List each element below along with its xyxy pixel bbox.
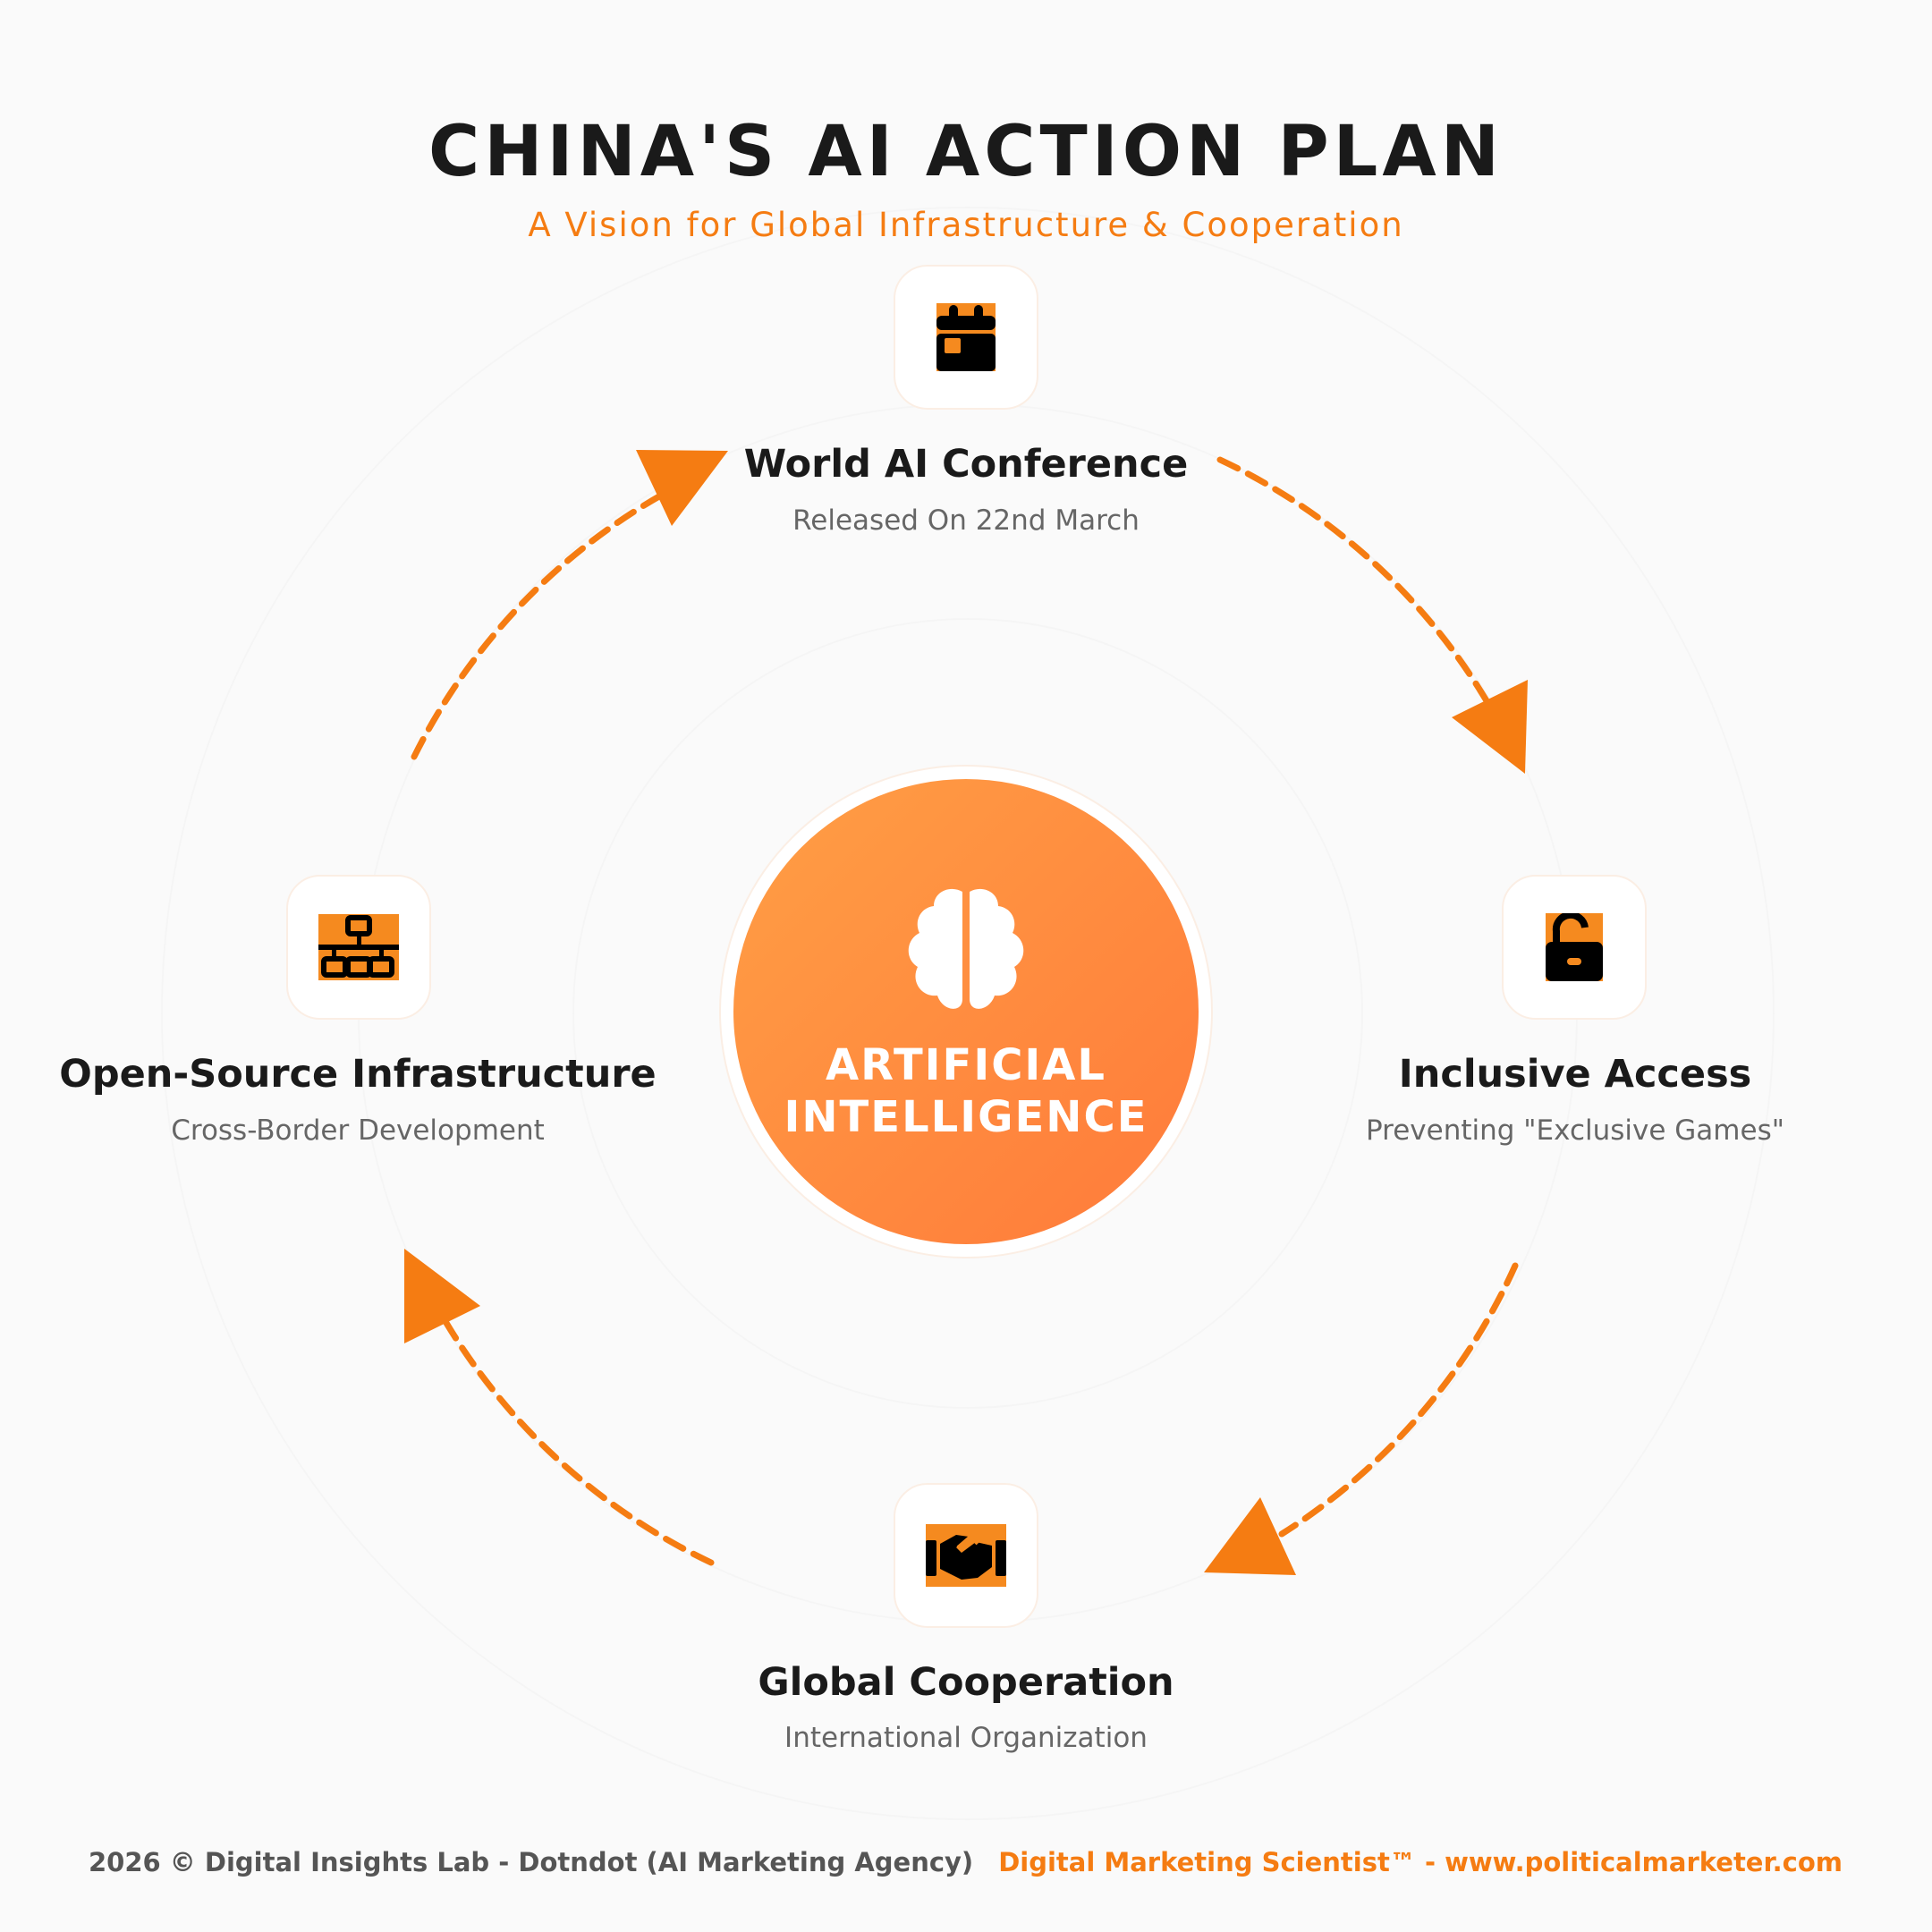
unlock-icon [1546,913,1603,981]
handshake-icon [926,1524,1006,1587]
arrow-right-to-bottom [1278,1262,1519,1538]
arrowhead-icon [404,1249,480,1343]
node-card-inclusive-access [1502,875,1647,1020]
node-title: Open-Source Infrastructure [59,1052,657,1097]
node-card-open-source-infrastructure [286,875,431,1020]
arrowhead-icon [636,450,728,526]
node-title: Inclusive Access [1398,1052,1752,1097]
arrowhead-icon [1452,680,1528,774]
calendar-icon [936,303,996,371]
arrow-bottom-to-left [440,1315,715,1566]
network-icon [318,914,399,980]
arrow-top-to-right [1216,456,1495,712]
page-title: CHINA'S AI ACTION PLAN [428,112,1504,192]
arrow-left-to-top [411,489,669,760]
arrowhead-icon [1204,1497,1296,1575]
footer-copyright: 2026 © Digital Insights Lab - Dotndot (A… [89,1847,974,1877]
center-label-line1: ARTIFICIAL [825,1040,1107,1090]
footer-website-link[interactable]: Digital Marketing Scientist™ - www.polit… [998,1847,1843,1877]
node-subtitle: International Organization [784,1722,1148,1754]
node-subtitle: Preventing "Exclusive Games" [1366,1114,1784,1147]
node-subtitle: Released On 22nd March [792,504,1140,537]
node-subtitle: Cross-Border Development [171,1114,545,1147]
center-circle: ARTIFICIAL INTELLIGENCE [733,779,1199,1244]
center-label-line2: INTELLIGENCE [784,1092,1148,1142]
node-card-world-ai-conference [894,265,1038,410]
page-subtitle: A Vision for Global Infrastructure & Coo… [528,206,1404,244]
brain-icon [908,888,1024,1009]
node-title: World AI Conference [743,442,1189,487]
node-title: Global Cooperation [758,1660,1174,1705]
node-card-global-cooperation [894,1483,1038,1628]
